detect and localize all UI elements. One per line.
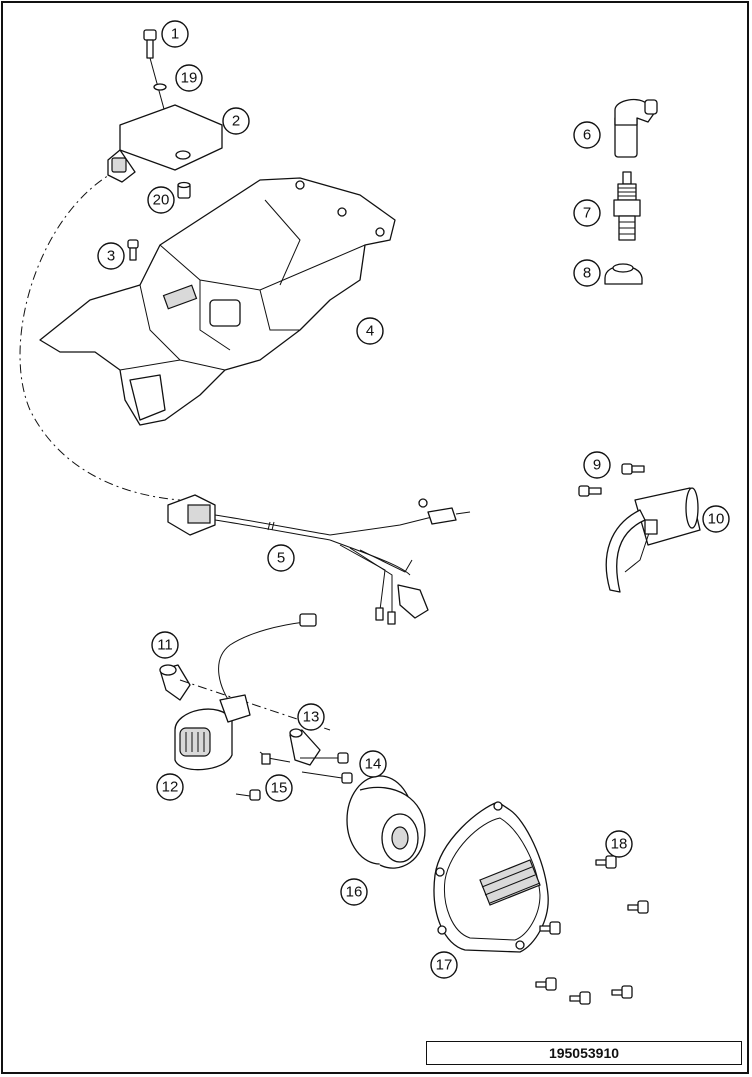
callout-15: 15 bbox=[265, 774, 293, 802]
part-ignition-coil-10 bbox=[605, 487, 701, 593]
callout-18: 18 bbox=[605, 830, 633, 858]
svg-text:20: 20 bbox=[153, 192, 170, 209]
callout-12: 12 bbox=[156, 773, 184, 801]
part-washer-19 bbox=[153, 83, 167, 91]
svg-text:10: 10 bbox=[708, 511, 725, 528]
svg-text:15: 15 bbox=[271, 780, 288, 797]
svg-text:16: 16 bbox=[346, 884, 363, 901]
callout-11: 11 bbox=[151, 631, 179, 659]
svg-text:1: 1 bbox=[171, 26, 179, 43]
part-rotor-16 bbox=[346, 775, 426, 869]
svg-text:7: 7 bbox=[583, 205, 591, 222]
svg-text:8: 8 bbox=[583, 265, 591, 282]
part-electronics-box-4 bbox=[39, 177, 396, 426]
drawing-number: 195053910 bbox=[426, 1041, 742, 1065]
svg-text:11: 11 bbox=[157, 637, 173, 654]
callout-20: 20 bbox=[147, 186, 175, 214]
callout-6: 6 bbox=[573, 121, 601, 149]
svg-text:19: 19 bbox=[181, 70, 198, 87]
svg-text:5: 5 bbox=[277, 550, 285, 567]
callout-16: 16 bbox=[340, 878, 368, 906]
part-cable-guide-13 bbox=[289, 728, 321, 766]
part-wiring-harness-5 bbox=[167, 494, 471, 625]
part-screws-14 bbox=[300, 752, 353, 784]
part-control-unit-2 bbox=[107, 104, 223, 183]
callout-9: 9 bbox=[583, 451, 611, 479]
callout-2: 2 bbox=[222, 107, 250, 135]
svg-text:4: 4 bbox=[366, 323, 374, 340]
part-screws-15 bbox=[235, 751, 291, 801]
callout-4: 4 bbox=[356, 317, 384, 345]
svg-text:13: 13 bbox=[303, 709, 320, 726]
part-screws-9 bbox=[578, 463, 645, 497]
svg-text:9: 9 bbox=[593, 457, 601, 474]
svg-text:14: 14 bbox=[365, 756, 382, 773]
part-grommet-8 bbox=[604, 263, 643, 285]
part-ignition-cover-17 bbox=[433, 801, 549, 953]
svg-text:12: 12 bbox=[162, 779, 179, 796]
callout-17: 17 bbox=[430, 951, 458, 979]
harness-route-line bbox=[19, 169, 181, 501]
part-screw-3 bbox=[127, 239, 139, 261]
svg-text:18: 18 bbox=[611, 836, 628, 853]
callout-1: 1 bbox=[161, 20, 189, 48]
callout-5: 5 bbox=[267, 544, 295, 572]
callout-8: 8 bbox=[573, 259, 601, 287]
callout-10: 10 bbox=[702, 505, 730, 533]
callout-13: 13 bbox=[297, 703, 325, 731]
svg-text:17: 17 bbox=[436, 957, 453, 974]
part-bush-20 bbox=[177, 181, 191, 199]
part-spark-plug-7 bbox=[613, 171, 641, 241]
part-screws-18 bbox=[535, 855, 649, 1005]
callout-7: 7 bbox=[573, 199, 601, 227]
part-stator-12 bbox=[174, 613, 331, 771]
part-sleeve-11 bbox=[159, 664, 191, 701]
part-spark-plug-connector-6 bbox=[614, 98, 658, 158]
svg-text:2: 2 bbox=[232, 113, 240, 130]
callout-3: 3 bbox=[97, 242, 125, 270]
callout-14: 14 bbox=[359, 750, 387, 778]
callout-19: 19 bbox=[175, 64, 203, 92]
svg-text:3: 3 bbox=[107, 248, 115, 265]
svg-text:6: 6 bbox=[583, 127, 591, 144]
